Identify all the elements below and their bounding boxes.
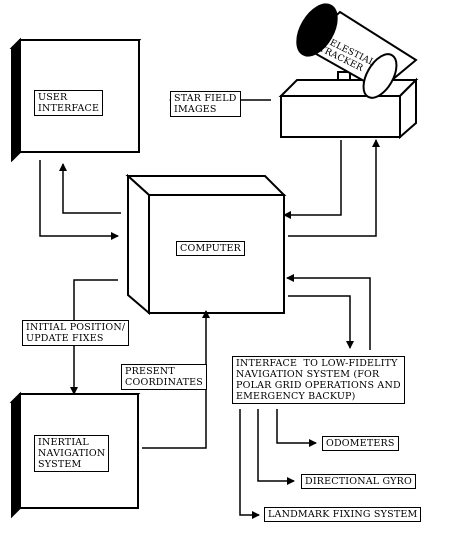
user-interface-label: USER INTERFACE — [34, 90, 104, 116]
celestial-tracker-assembly — [278, 3, 419, 140]
star-field-images-label: STAR FIELD IMAGES — [170, 91, 241, 117]
arrow-to-landmark — [239, 409, 260, 519]
initial-position-label: INITIAL POSITION/ UPDATE FIXES — [22, 320, 130, 346]
odometers-label: ODOMETERS — [322, 436, 399, 451]
arrow-to-directional-gyro — [257, 409, 295, 485]
arrow-present-coordinates — [142, 310, 210, 449]
computer-box — [125, 173, 287, 316]
arrow-computer-to-ui — [59, 163, 121, 214]
arrow-computer-to-tracker — [288, 139, 380, 237]
arrow-interface-to-computer — [286, 274, 371, 350]
directional-gyro-label: DIRECTIONAL GYRO — [301, 474, 416, 489]
computer-label: COMPUTER — [176, 241, 246, 256]
inertial-navigation-label: INERTIAL NAVIGATION SYSTEM — [34, 435, 110, 472]
low-fidelity-interface-label: INTERFACE TO LOW-FIDELITY NAVIGATION SYS… — [232, 356, 405, 404]
arrow-initial-position — [70, 279, 118, 395]
arrow-ui-to-computer — [39, 160, 119, 240]
arrow-to-odometers — [276, 409, 317, 447]
landmark-fixing-system-label: LANDMARK FIXING SYSTEM — [264, 507, 422, 522]
arrow-computer-to-interface — [288, 295, 354, 349]
arrow-tracker-to-computer — [283, 140, 342, 219]
present-coordinates-label: PRESENT COORDINATES — [121, 364, 208, 390]
